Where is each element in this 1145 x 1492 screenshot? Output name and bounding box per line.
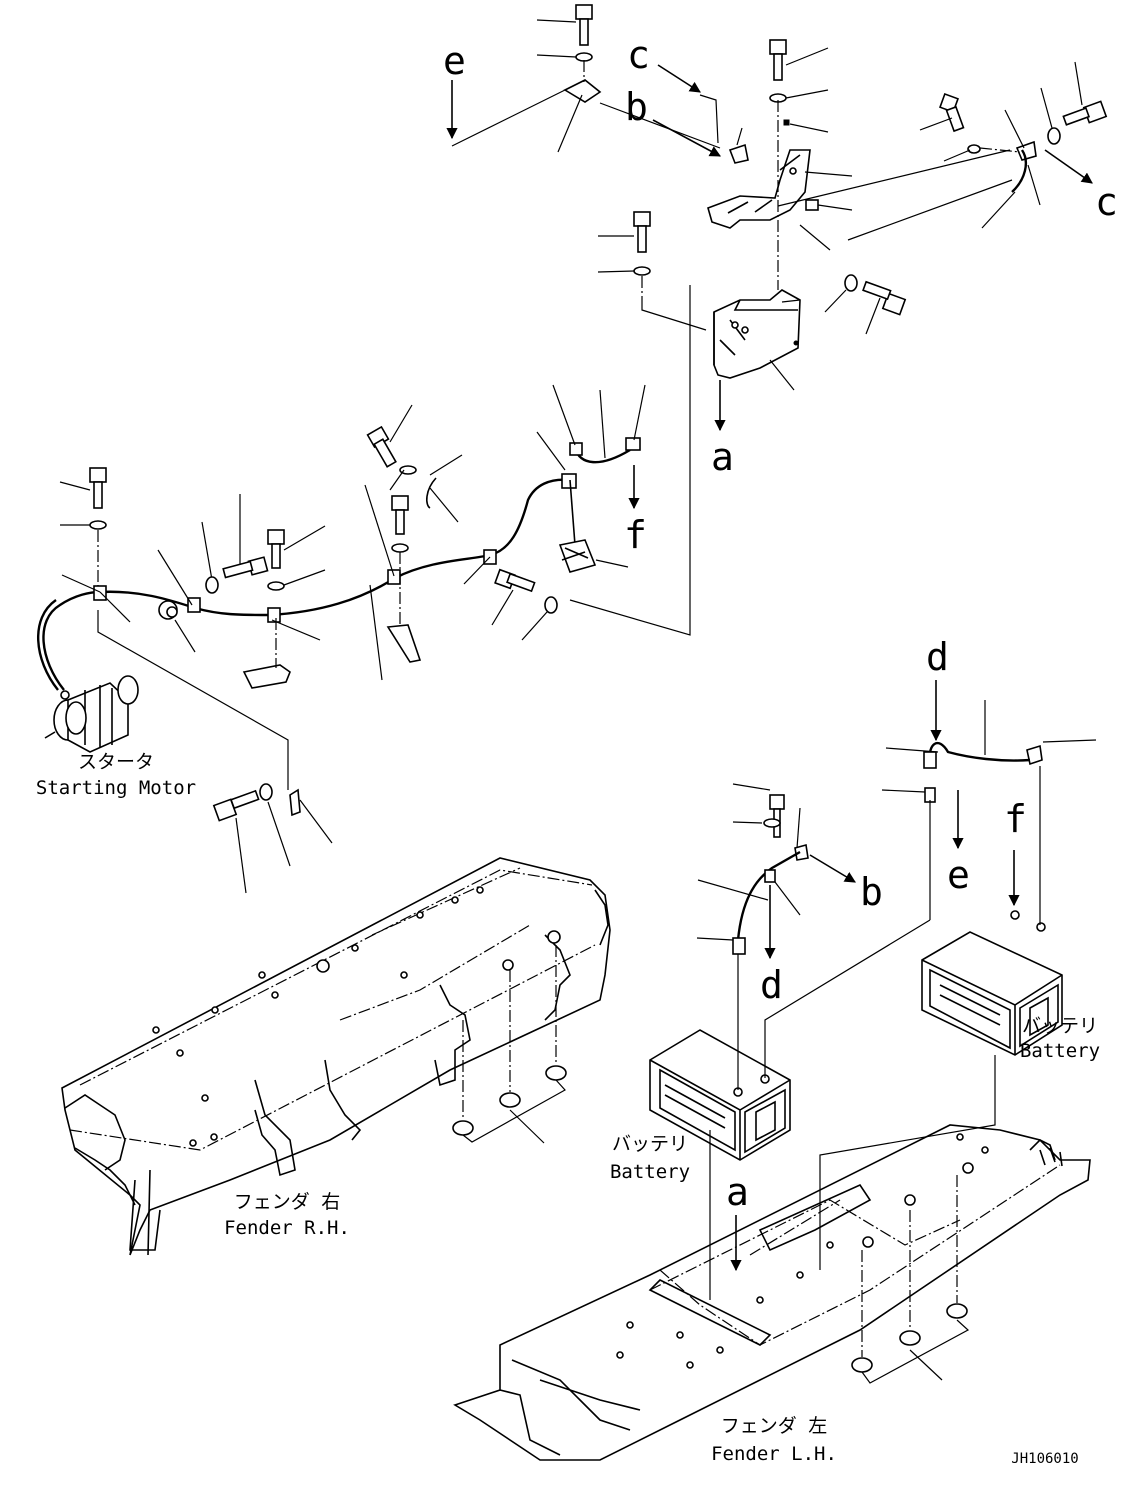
reference-arrows — [446, 64, 1093, 1272]
battery-cable-left — [696, 783, 809, 1090]
route-connector — [777, 149, 1011, 207]
ref-e-top: e — [443, 39, 466, 83]
fender-lh-label-en: Fender L.H. — [711, 1443, 837, 1465]
route-e-top — [451, 89, 721, 149]
fender-rh-label-en: Fender R.H. — [224, 1217, 350, 1239]
top-bolt-left — [536, 4, 593, 62]
battery-right-label-jp: バッテリ — [1022, 1015, 1098, 1037]
battery-left-label-en: Battery — [610, 1161, 690, 1183]
harness-leaders — [61, 384, 646, 681]
starting-motor — [44, 675, 139, 753]
drawing-number: JH106010 — [1011, 1451, 1078, 1467]
mid-bolt-left — [597, 211, 651, 300]
part-labels: スタータ Starting Motor バッテリ Battery バッテリ Ba… — [36, 751, 1100, 1467]
starter-label-jp: スタータ — [78, 751, 154, 773]
battery-cable-right — [764, 700, 1097, 1078]
ref-a-top: a — [711, 435, 734, 479]
harness-clamps — [93, 549, 497, 623]
route-bracket-to-right — [799, 179, 1013, 251]
ref-c-right: c — [1095, 180, 1118, 224]
battery-left-label-jp: バッテリ — [612, 1133, 688, 1155]
ref-b-top: b — [625, 85, 648, 129]
ref-f-bottom: f — [1004, 797, 1027, 841]
fender-rh — [61, 857, 611, 1256]
ref-d-top: d — [926, 635, 949, 679]
fender-lh-grommets — [851, 1175, 970, 1384]
large-bracket — [713, 289, 801, 391]
route-bracket-a — [641, 300, 707, 331]
starter-label-en: Starting Motor — [36, 777, 196, 799]
battery-right-label-en: Battery — [1020, 1040, 1100, 1062]
battery-right — [921, 910, 1063, 1056]
top-bracket — [707, 100, 853, 290]
route-c-top — [699, 94, 719, 144]
harness-terminal-clip — [97, 610, 333, 894]
small-clamp-b — [728, 127, 749, 164]
fender-rh-label-jp: フェンダ 右 — [234, 1191, 340, 1213]
main-harness-cable — [37, 437, 641, 691]
fender-rh-holes — [152, 886, 561, 1147]
ref-a-bottom: a — [726, 1170, 749, 1214]
ref-c-top: c — [627, 33, 650, 77]
ref-b-bottom: b — [860, 870, 883, 914]
fender-lh — [453, 1124, 1091, 1461]
mid-bolt-right — [824, 274, 907, 335]
battery-left — [649, 1029, 791, 1161]
reference-letters: e c b c a f d e f b d a — [443, 33, 1118, 1214]
fender-lh-holes — [616, 1133, 989, 1369]
fender-rh-grommets — [452, 945, 567, 1144]
harness-bolts — [59, 404, 597, 689]
route-battery-right-to-fender — [819, 1055, 996, 1270]
right-bolts — [919, 61, 1108, 162]
ref-f-top: f — [624, 513, 647, 557]
route-long-down — [569, 285, 691, 636]
fender-lh-label-jp: フェンダ 左 — [721, 1415, 827, 1437]
top-bolt-center — [769, 39, 829, 133]
small-clip-top — [557, 60, 602, 153]
right-cable-terminal — [981, 109, 1041, 229]
ref-e-bottom: e — [947, 853, 970, 897]
ref-d-bottom: d — [760, 963, 783, 1007]
